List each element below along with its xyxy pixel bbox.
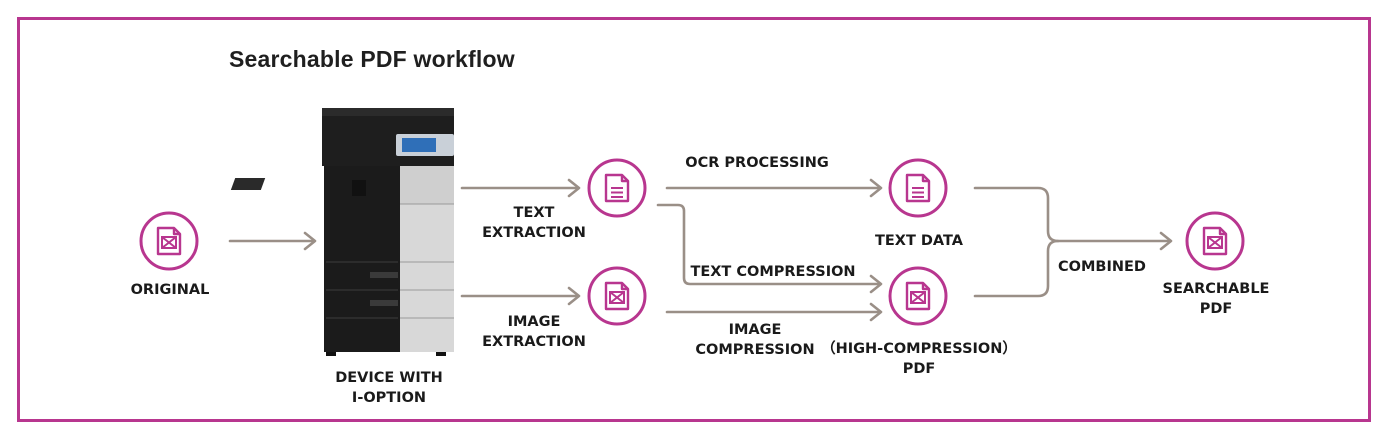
label-ocr-processing: OCR PROCESSING [685, 155, 829, 171]
pdf-icon [888, 266, 948, 326]
arrow-image-compression [665, 302, 883, 322]
label-text-data: TEXT DATA [874, 233, 964, 249]
arrow-ocr-processing [665, 178, 883, 198]
multifunction-printer-icon [230, 108, 454, 356]
arrow-image-extraction [460, 286, 581, 306]
diagram-frame [17, 17, 1371, 422]
searchable-pdf-icon [1185, 211, 1245, 271]
label-original: ORIGINAL [130, 282, 210, 298]
diagram-title: Searchable PDF workflow [229, 46, 515, 72]
arrow-original-to-device [228, 231, 317, 251]
label-combined: COMBINED [1058, 259, 1146, 275]
label-high-compression-pdf: （HIGH-COMPRESSION）PDF [821, 341, 1017, 377]
arrow-combined [973, 186, 1173, 298]
text-document-icon [587, 158, 647, 218]
text-data-icon [888, 158, 948, 218]
label-text-compression: TEXT COMPRESSION [690, 264, 856, 280]
image-document-icon [587, 266, 647, 326]
arrow-text-extraction [460, 178, 581, 198]
original-icon [139, 211, 199, 271]
arrow-text-compression [656, 203, 883, 294]
